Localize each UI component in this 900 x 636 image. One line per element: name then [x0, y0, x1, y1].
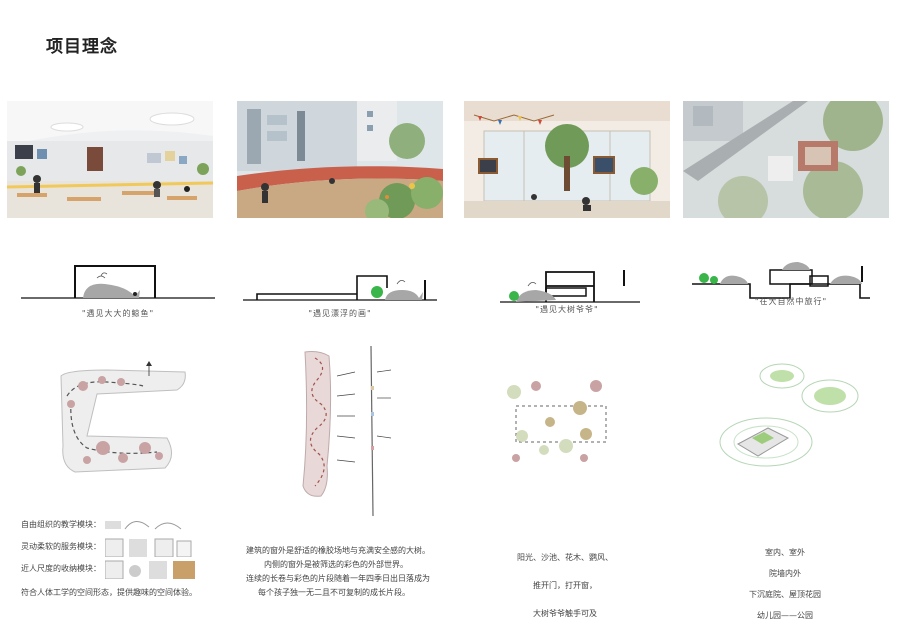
text-col1-line1: 自由组织的教学模块：	[21, 514, 221, 536]
diagram-tree-scatter	[500, 376, 615, 466]
caption-col2: "遇见漂浮的画"	[308, 309, 372, 318]
text-col2: 建筑的窗外是舒适的橡胶场地与充满安全感的大树。 内侧的窗外是被筛选的彩色的外部世…	[246, 546, 430, 597]
caption-col4: "在大自然中旅行"	[754, 297, 828, 306]
caption-col3: "遇见大树爷爷"	[535, 305, 599, 314]
module-thumbnail-icon	[105, 538, 192, 557]
section-nature-travel	[690, 246, 896, 326]
text-col1-line2: 灵动柔软的服务模块：	[21, 536, 221, 558]
text-col1: 自由组织的教学模块： 灵动柔软的服务模块： 近人尺度的收纳模块： 符合人体工学的…	[21, 514, 221, 600]
render-garden-street	[237, 101, 443, 218]
diagram-window-sequence	[285, 346, 405, 516]
render-aerial	[683, 101, 889, 218]
text-col1-line4: 符合人体工学的空间形态，提供趣味的空间体验。	[21, 588, 197, 597]
diagram-landscape-rings	[712, 356, 862, 471]
diagram-plan-circulation	[47, 356, 197, 481]
render-classroom	[7, 101, 213, 218]
text-col4: 室内、室外 院墙内外 下沉庭院、屋顶花园 幼儿园——公园	[749, 548, 821, 620]
section-tree-grandpa	[464, 246, 670, 326]
page-title: 项目理念	[46, 37, 118, 57]
render-indoor-tree	[464, 101, 670, 218]
text-col1-line3: 近人尺度的收纳模块：	[21, 558, 221, 580]
text-col3: 阳光、沙池、花木、鹦风、 推开门，打开窗， 大树爷爷触手可及	[517, 553, 613, 618]
section-floating-painting	[237, 246, 443, 326]
module-thumbnail-icon	[105, 560, 195, 579]
section-whale	[15, 246, 221, 326]
module-thumbnail-icon	[105, 521, 182, 530]
caption-col1: "遇见大大的鲸鱼"	[81, 309, 155, 318]
